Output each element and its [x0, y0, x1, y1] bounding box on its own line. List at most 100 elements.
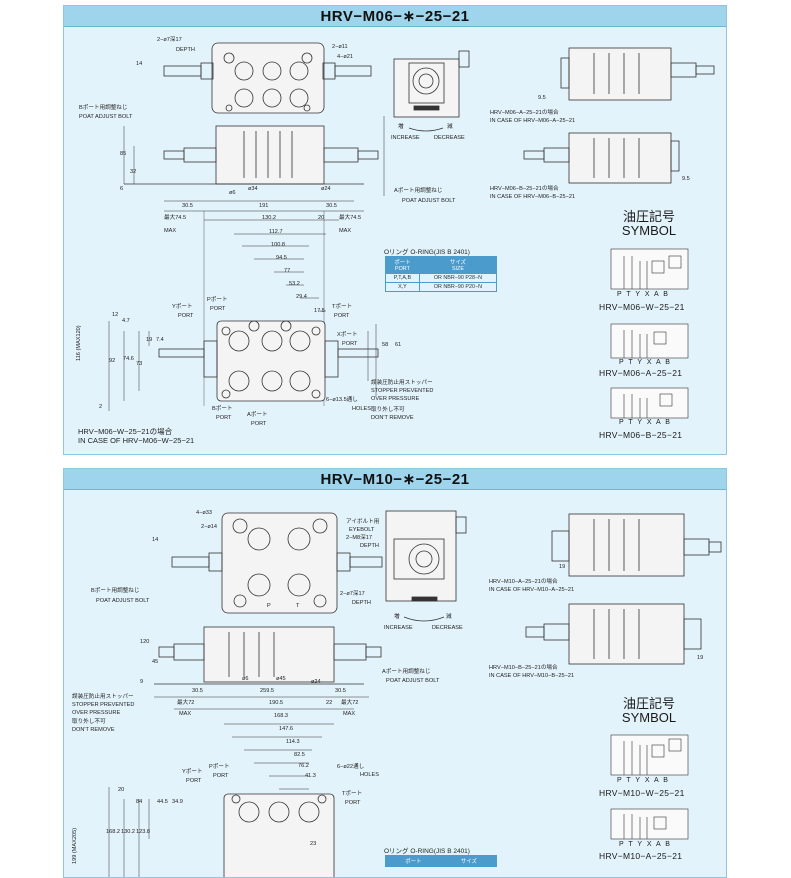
m10-eyebolt: EYEBOLT [349, 527, 375, 533]
m06-symbol-title-en: SYMBOL [621, 223, 677, 238]
m10-max72a: 最大72 [177, 700, 195, 706]
m10-stopper1: STOPPER PREVENTED [72, 702, 135, 708]
m06-aport: Aポート [247, 412, 268, 418]
m10-dim305b: 30.5 [335, 688, 346, 694]
m06-dim305b: 30.5 [326, 203, 337, 209]
m10-top-view [171, 512, 383, 614]
m06-dim1127: 112.7 [269, 229, 283, 235]
m06-dont: DON'T REMOVE [371, 415, 414, 421]
m06-case-a-en: IN CASE OF HRV−M06−A−25−21 [490, 118, 576, 124]
m06-max-b: MAX [339, 228, 352, 234]
m06-symbol-w [610, 248, 689, 290]
m10-tport-en: PORT [345, 800, 361, 806]
m10-symbol-cap-w: HRV−M10−W−25−21 [599, 788, 685, 798]
m06-stopper2: OVER PRESSURE [371, 396, 420, 402]
m06-case-b-jp: HRV−M06−B−25−21の場合 [490, 186, 559, 192]
m06-poat-adj: POAT ADJUST BOLT [79, 114, 133, 120]
m10-v23: 23 [310, 841, 317, 847]
oring-header-port: ポート [385, 855, 442, 867]
m10-side-view [385, 510, 467, 622]
m06-aport-en: PORT [251, 421, 267, 427]
m06-top-view [163, 42, 372, 114]
m10-dim762: 76.2 [298, 763, 309, 769]
m06-stopper1: STOPPER PREVENTED [371, 388, 434, 394]
m10-dont: DON'T REMOVE [72, 727, 115, 733]
m06-max-a: MAX [164, 228, 177, 234]
m10-drawing [108, 510, 722, 877]
m10-dim2595: 259.5 [260, 688, 274, 694]
m06-holes-en: HOLES [352, 406, 371, 412]
m06-symbol-a [610, 323, 689, 359]
m06-increase: INCREASE [391, 135, 420, 141]
hrv-m10-panel: HRV−M10−∗−25−21 [63, 468, 727, 878]
m06-yport-en: PORT [178, 313, 194, 319]
m06-pport: Pポート [207, 297, 228, 303]
m10-v20: 20 [118, 787, 125, 793]
m10-dim413: 41.3 [305, 773, 316, 779]
m10-max-a: MAX [179, 711, 192, 717]
m10-v1238: 123.8 [136, 829, 150, 835]
m06-xport-en: PORT [342, 341, 358, 347]
m10-symbol-ports-a: P T Y X A B [619, 841, 672, 848]
m06-gen: 減 [447, 124, 453, 130]
m06-dim95b: 9.5 [682, 176, 690, 182]
m10-pport-en: PORT [213, 773, 229, 779]
m10-poat-adj-a: POAT ADJUST BOLT [386, 678, 440, 684]
m06-v116: 116 (MAX120) [76, 325, 82, 361]
m10-tport: Tポート [342, 791, 363, 797]
m06-max745a: 最大74.5 [164, 215, 187, 221]
panel-title: HRV−M10−∗−25−21 [64, 469, 726, 490]
m10-case-a-jp: HRV−M10−A−25−21の場合 [489, 579, 558, 585]
m10-v199: 199 (MAX205) [72, 827, 78, 864]
m06-bport: Bポート [212, 406, 233, 412]
m06-symbol-cap-b: HRV−M06−B−25−21 [599, 430, 683, 440]
m06-pport-en: PORT [210, 306, 226, 312]
m06-tport: Tポート [332, 304, 353, 310]
m06-plan-view [158, 320, 379, 402]
m06-poat-adj-a: POAT ADJUST BOLT [402, 198, 456, 204]
m10-max72b: 最大72 [341, 700, 359, 706]
m06-symbol-title-jp: 油圧記号 [622, 209, 675, 224]
m10-max-b: MAX [343, 711, 356, 717]
m10-depth2: DEPTH [352, 600, 371, 606]
m10-dim19a: 19 [559, 564, 566, 570]
m10-dim1143: 114.3 [286, 739, 300, 745]
m10-symbol-ports-w: P T Y X A B [617, 777, 670, 784]
panel-title: HRV−M06−∗−25−21 [64, 6, 726, 27]
m10-dim305a: 30.5 [192, 688, 203, 694]
m10-pport: Pポート [209, 764, 230, 770]
m10-dim120: 120 [140, 639, 150, 645]
m06-dim32: 32 [130, 169, 137, 175]
m06-oring-title: Oリング O-RING(JIS B 2401) [384, 249, 470, 256]
m10-v349: 34.9 [172, 799, 183, 805]
m10-symbol-title-jp: 油圧記号 [622, 696, 675, 711]
m10-holes: 6−ø22通し [337, 764, 365, 770]
m06-dim77: 77 [284, 268, 291, 274]
m06-v61: 61 [395, 342, 402, 348]
m06-dim14: 14 [136, 61, 143, 67]
m10-dim1905: 190.5 [269, 700, 283, 706]
m10-symbol-a [610, 808, 689, 840]
m10-gen: 減 [446, 614, 452, 620]
m06-dim6: 6 [120, 186, 124, 192]
m06-xport: Xポート [337, 332, 358, 338]
m10-dim1476: 147.6 [279, 726, 293, 732]
m10-v1682: 168.2 [106, 829, 120, 835]
m10-poat-adj: POAT ADJUST BOLT [96, 598, 150, 604]
m10-dim22: 22 [326, 700, 333, 706]
m10-oring-table: ポート サイズ [385, 855, 498, 867]
m06-yport: Yポート [172, 304, 193, 310]
m06-tport-en: PORT [334, 313, 350, 319]
m10-yport-en: PORT [186, 778, 202, 784]
m10-d45: ø45 [276, 676, 286, 682]
m10-eyebolt-jp: アイボルト用 [346, 519, 380, 525]
m06-v74: 7.4 [156, 337, 164, 343]
oring-header-size: サイズ [440, 855, 498, 867]
m06-v2: 2 [99, 404, 103, 410]
m06-d34: ø34 [248, 186, 258, 192]
m10-symbol-w [610, 734, 689, 776]
